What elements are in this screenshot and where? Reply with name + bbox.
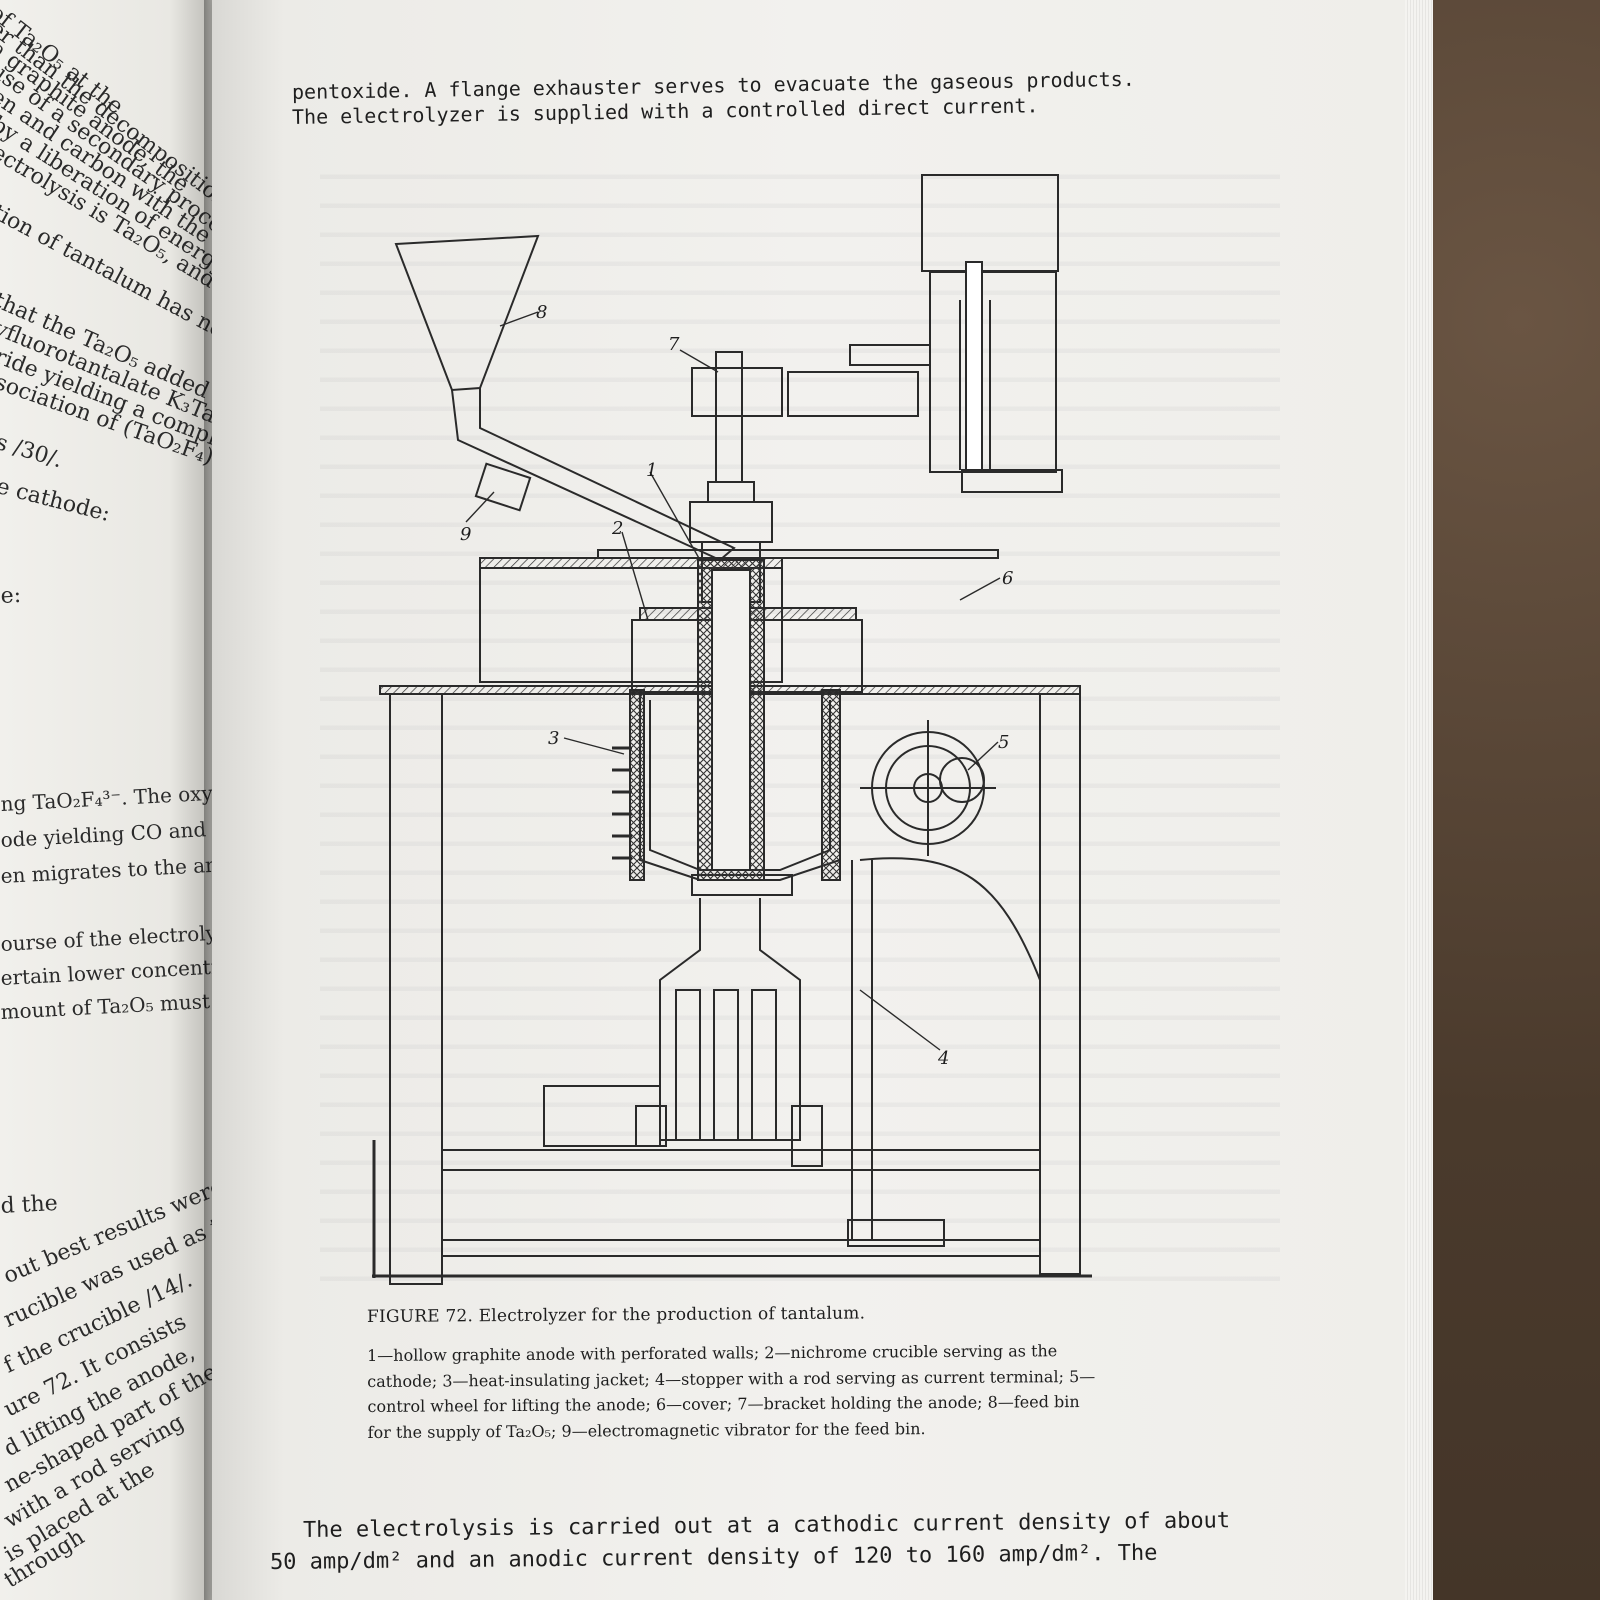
page-edges xyxy=(1405,0,1433,1600)
vibrator-9 xyxy=(474,462,532,512)
crucible-2 xyxy=(629,607,863,896)
label-7: 7 xyxy=(668,334,680,355)
jacket-3 xyxy=(612,746,632,860)
label-9: 9 xyxy=(460,524,471,545)
figure-legend: 1—hollow graphite anode with perforated … xyxy=(367,1341,1096,1442)
label-2: 2 xyxy=(611,518,623,539)
wheel-5 xyxy=(860,720,996,856)
right-page xyxy=(212,0,1412,1600)
label-6: 6 xyxy=(1002,568,1013,589)
label-8: 8 xyxy=(536,302,547,323)
feed-bin-8 xyxy=(394,234,736,562)
figure-title: FIGURE 72. Electrolyzer for the producti… xyxy=(366,1303,866,1327)
stopper-4 xyxy=(543,857,1041,1247)
figure-labels: 1 2 3 4 5 6 7 8 9 xyxy=(460,302,1013,1069)
bracket-7 xyxy=(691,174,1063,493)
label-3: 3 xyxy=(548,728,559,749)
label-1: 1 xyxy=(646,460,657,481)
label-5: 5 xyxy=(998,732,1009,753)
anode-1 xyxy=(697,559,765,881)
label-4: 4 xyxy=(937,1048,949,1069)
leader-lines xyxy=(465,311,1001,1051)
